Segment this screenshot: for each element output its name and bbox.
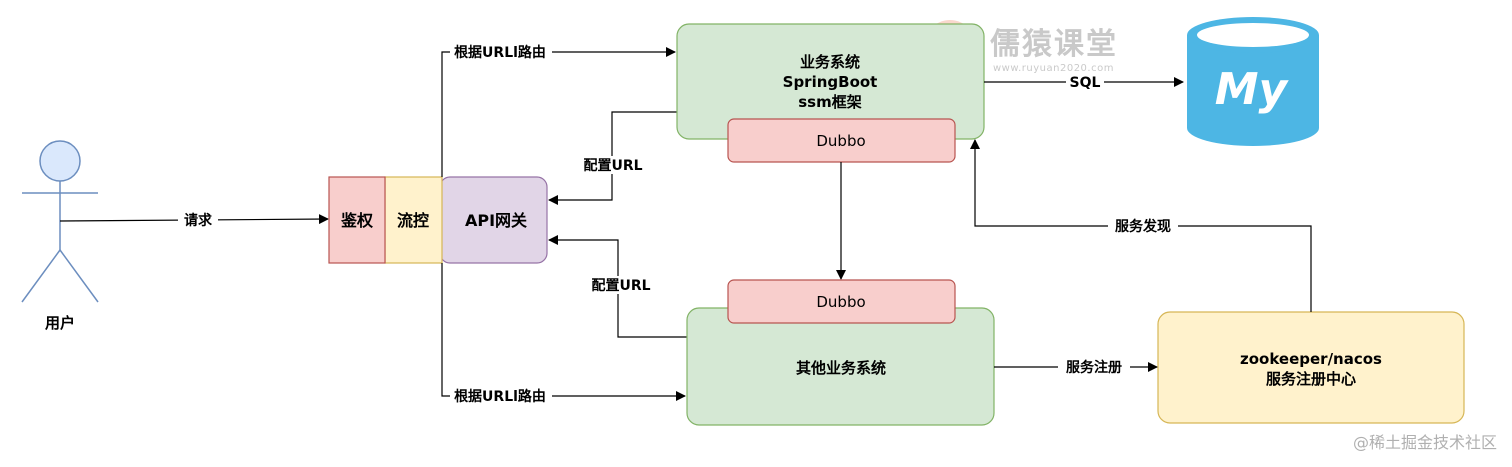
business-dubbo-label: Dubbo bbox=[816, 132, 865, 150]
edge-route-top bbox=[441, 47, 676, 177]
edge-config-top-label: 配置URL bbox=[583, 157, 642, 174]
auth-label: 鉴权 bbox=[340, 211, 374, 230]
database-logo-text: My bbox=[1215, 64, 1290, 115]
actor-label: 用户 bbox=[45, 314, 75, 332]
edge-config-bottom-label: 配置URL bbox=[591, 277, 650, 294]
actor-head bbox=[39, 140, 81, 182]
edge-sql-label: SQL bbox=[1070, 75, 1101, 91]
watermark-url: www.ruyuan2020.com bbox=[993, 63, 1114, 74]
watermark-brand: 儒猿课堂 bbox=[990, 27, 1118, 62]
registry-line2: 服务注册中心 bbox=[1266, 370, 1356, 388]
other-dubbo-box bbox=[727, 279, 956, 324]
edge-service-register-label: 服务注册 bbox=[1066, 359, 1122, 376]
footer-credit: @稀土掘金技术社区 bbox=[1353, 433, 1497, 452]
actor-user bbox=[21, 140, 99, 303]
edge-request-label: 请求 bbox=[184, 212, 213, 229]
flow-control-label: 流控 bbox=[397, 211, 429, 230]
edge-route-bottom bbox=[441, 263, 686, 401]
edge-route-bottom-label: 根据URLl路由 bbox=[454, 388, 546, 405]
gateway-group: 鉴权 流控 API网关 bbox=[328, 176, 548, 264]
api-gateway-label: API网关 bbox=[465, 211, 527, 230]
business-system-line1: 业务系统 bbox=[800, 53, 860, 71]
business-system-line2: SpringBoot bbox=[783, 73, 878, 91]
edge-service-discovery-label: 服务发现 bbox=[1115, 218, 1171, 235]
mysql-database-icon: My bbox=[1187, 17, 1319, 146]
edge-route-top-label: 根据URLl路由 bbox=[454, 44, 546, 61]
other-system-label: 其他业务系统 bbox=[796, 359, 886, 377]
business-system-line3: ssm框架 bbox=[798, 93, 862, 111]
registry-line1: zookeeper/nacos bbox=[1240, 350, 1382, 368]
auth-box bbox=[328, 176, 386, 264]
other-dubbo-label: Dubbo bbox=[816, 293, 865, 311]
